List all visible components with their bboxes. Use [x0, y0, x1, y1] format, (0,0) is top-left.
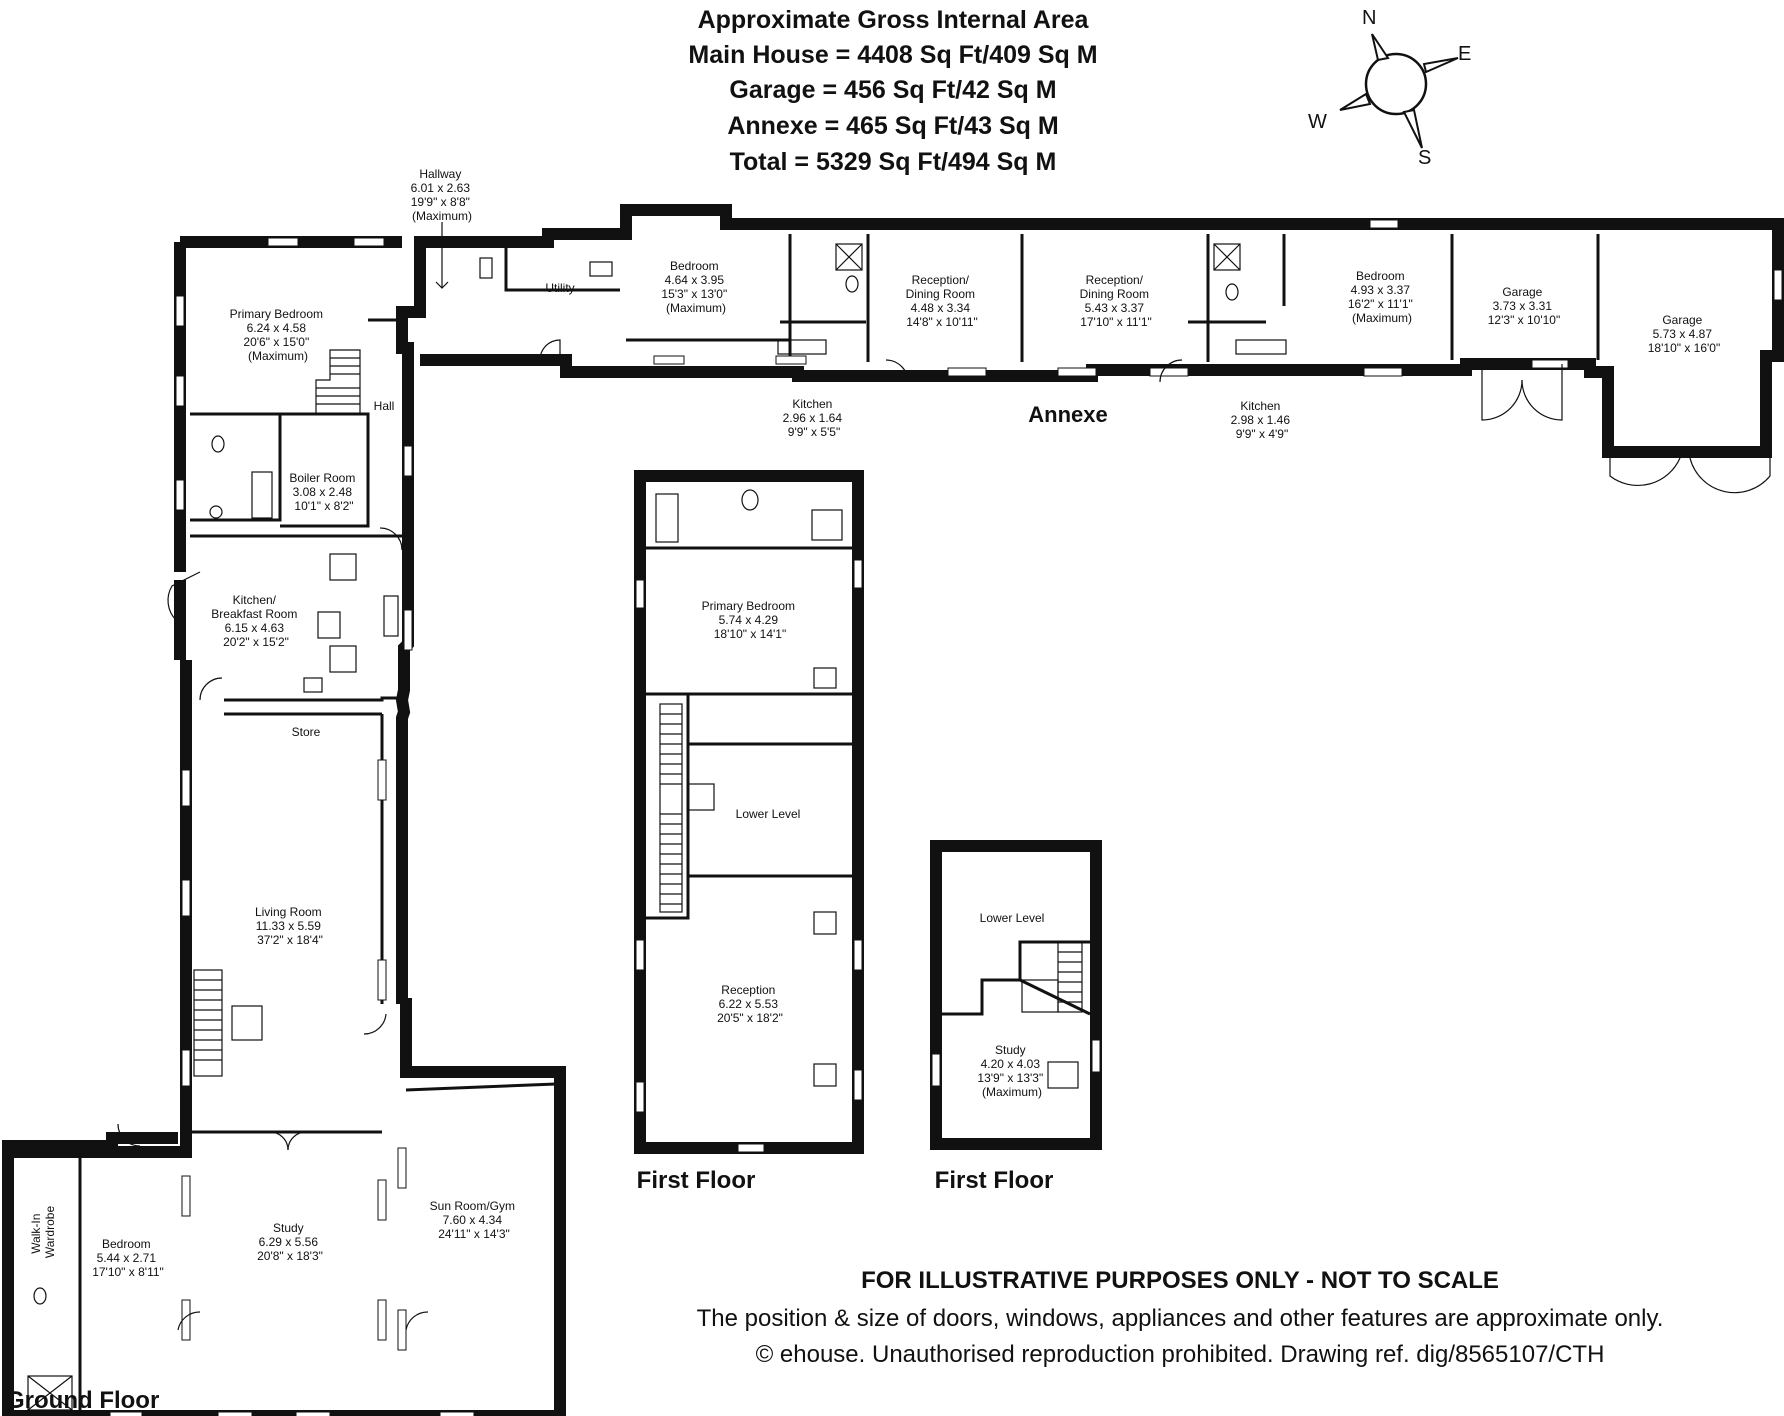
stairs-icon — [193, 349, 361, 1077]
room-ff-reception: Reception 6.22 x 5.53 20'5" x 18'2" — [717, 983, 783, 1025]
garage-area: Garage = 456 Sq Ft/42 Sq M — [729, 76, 1056, 104]
compass-icon: N E S W — [1308, 7, 1471, 169]
room-kitchen-1: Kitchen 2.96 x 1.64 9'9" x 5'5" — [783, 397, 846, 439]
total-area: Total = 5329 Sq Ft/494 Sq M — [730, 148, 1057, 176]
room-garage-2: Garage 5.73 x 4.87 18'10" x 16'0" — [1648, 313, 1721, 355]
room-primary-bedroom-gf: Primary Bedroom 6.24 x 4.58 20'6" x 15'0… — [230, 307, 327, 363]
compass-north: N — [1362, 7, 1376, 29]
room-ff-lower-level-1: Lower Level — [736, 807, 801, 821]
annexe-label: Annexe — [1028, 402, 1107, 427]
room-ff-study: Study 4.20 x 4.03 13'9" x 13'3" (Maximum… — [977, 1043, 1046, 1099]
area-summary: Approximate Gross Internal Area Main Hou… — [688, 6, 1097, 176]
room-study-gf: Study 6.29 x 5.56 20'8" x 18'3" — [257, 1221, 323, 1263]
area-title: Approximate Gross Internal Area — [698, 6, 1090, 34]
room-ff-lower-level-2: Lower Level — [980, 911, 1045, 925]
fixtures — [27, 243, 1287, 1411]
room-hall: Hall — [374, 399, 395, 413]
first-floor-label-2: First Floor — [935, 1167, 1054, 1194]
room-store: Store — [292, 725, 321, 739]
disclaimer-line-1: The position & size of doors, windows, a… — [697, 1305, 1664, 1332]
disclaimer-line-2: © ehouse. Unauthorised reproduction proh… — [756, 1341, 1605, 1368]
disclaimer-headline: FOR ILLUSTRATIVE PURPOSES ONLY - NOT TO … — [861, 1267, 1499, 1294]
room-kitchen-2: Kitchen 2.98 x 1.46 9'9" x 4'9" — [1231, 399, 1294, 441]
room-kitchen-breakfast: Kitchen/ Breakfast Room 6.15 x 4.63 20'2… — [211, 593, 300, 649]
room-sunroom: Sun Room/Gym 7.60 x 4.34 24'11" x 14'3" — [430, 1199, 519, 1241]
room-walkin-wardrobe: Walk-In Wardrobe — [29, 1206, 57, 1259]
first-floor-plan-2: Lower Level Study 4.20 x 4.03 13'9" x 13… — [930, 840, 1102, 1194]
disclaimer: FOR ILLUSTRATIVE PURPOSES ONLY - NOT TO … — [697, 1267, 1664, 1368]
compass-east: E — [1458, 43, 1471, 65]
hallway-pointer — [435, 222, 449, 289]
windows — [109, 219, 1783, 1416]
room-reception-dining-2: Reception/ Dining Room 5.43 x 3.37 17'10… — [1080, 273, 1153, 329]
compass-west: W — [1308, 111, 1327, 133]
main-house-area: Main House = 4408 Sq Ft/409 Sq M — [688, 41, 1097, 69]
room-garage-1: Garage 3.73 x 3.31 12'3" x 10'10" — [1488, 285, 1561, 327]
first-floor-label-1: First Floor — [637, 1167, 756, 1194]
room-reception-dining-1: Reception/ Dining Room 4.48 x 3.34 14'8"… — [906, 273, 979, 329]
room-boiler: Boiler Room 3.08 x 2.48 10'1" x 8'2" — [289, 471, 358, 513]
compass-south: S — [1418, 147, 1431, 169]
room-annex-bedroom-1: Bedroom 4.64 x 3.95 15'3" x 13'0" (Maxim… — [661, 259, 730, 315]
first-floor-plan-1: Primary Bedroom 5.74 x 4.29 18'10" x 14'… — [634, 470, 864, 1194]
room-annex-bedroom-2: Bedroom 4.93 x 3.37 16'2" x 11'1" (Maxim… — [1348, 269, 1416, 325]
room-utility: Utility — [545, 281, 574, 295]
room-bedroom-gf: Bedroom 5.44 x 2.71 17'10" x 8'11" — [92, 1237, 164, 1279]
room-hallway: Hallway 6.01 x 2.63 19'9" x 8'8" (Maximu… — [411, 167, 474, 223]
room-ff-primary-bedroom: Primary Bedroom 5.74 x 4.29 18'10" x 14'… — [702, 599, 799, 641]
ground-floor-plan: Hallway 6.01 x 2.63 19'9" x 8'8" (Maximu… — [2, 167, 1784, 1416]
annexe-area: Annexe = 465 Sq Ft/43 Sq M — [727, 112, 1058, 140]
room-living: Living Room 11.33 x 5.59 37'2" x 18'4" — [255, 905, 325, 947]
doors — [117, 339, 1771, 1331]
ground-floor-label: Ground Floor — [6, 1387, 159, 1414]
